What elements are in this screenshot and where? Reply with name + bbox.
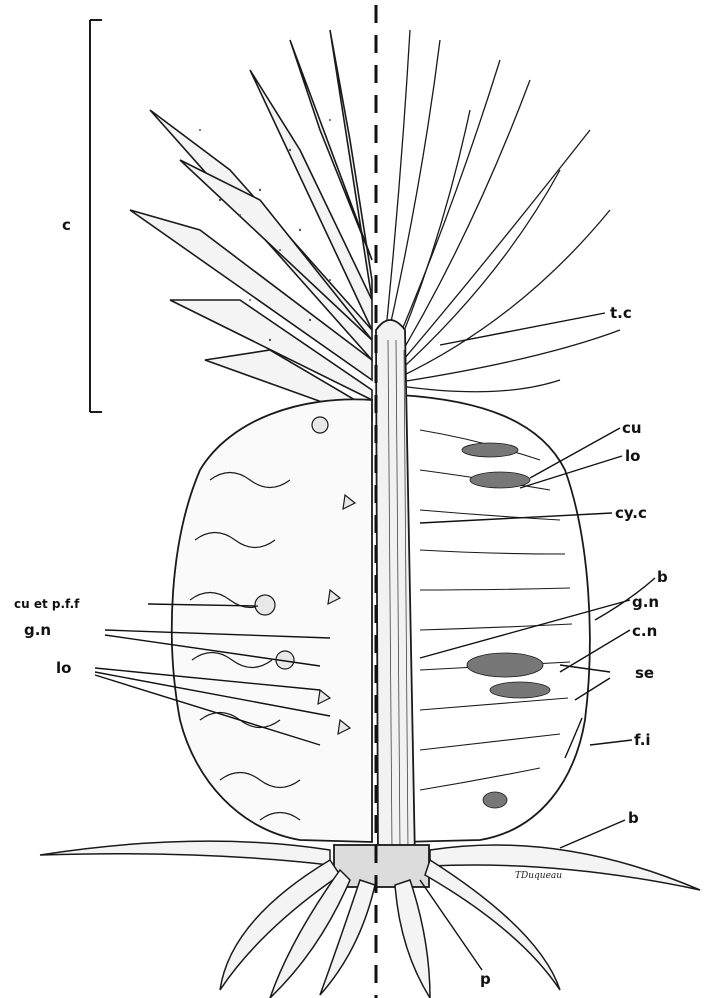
- artist-signature: TDuqueau: [515, 871, 562, 881]
- label-b-upper: b: [657, 568, 668, 586]
- label-fi: f.i: [634, 731, 651, 749]
- crown-leaves-left: [130, 30, 372, 420]
- crown-leaves-right: [380, 30, 620, 392]
- label-tc: t.c: [610, 304, 632, 322]
- label-cu-right: cu: [622, 419, 642, 437]
- label-cu-pff: cu et p.f.f: [14, 597, 80, 611]
- label-cyc: cy.c: [615, 504, 647, 522]
- label-gn-left: g.n: [24, 621, 51, 639]
- crown-scale-bracket: [90, 20, 102, 412]
- fruit-left-half: [172, 399, 372, 842]
- label-gn-right: g.n: [632, 593, 659, 611]
- label-cn: c.n: [632, 622, 657, 640]
- label-p: p: [480, 970, 491, 988]
- label-lo-left: lo: [56, 659, 71, 677]
- label-lo-right: lo: [625, 447, 640, 465]
- label-c: c: [62, 216, 71, 234]
- label-b-lower: b: [628, 809, 639, 827]
- label-se: se: [635, 664, 654, 682]
